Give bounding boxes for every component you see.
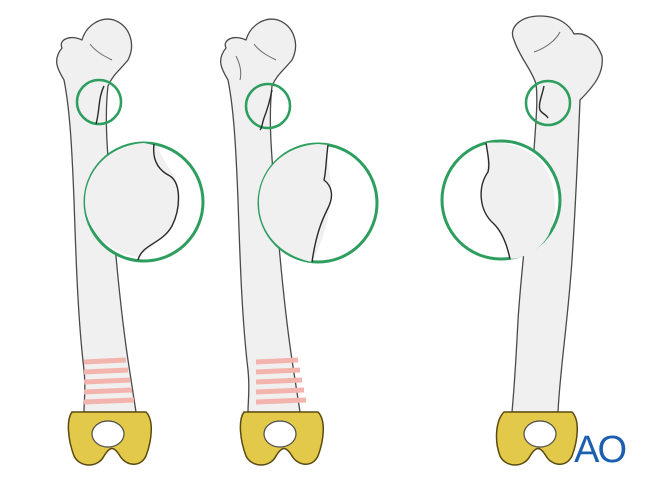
small-detail-middle [259,89,273,131]
femur-left-neck-line [89,43,113,61]
femur-middle-neck-line [253,43,277,61]
fracture-stripes-middle [255,357,307,405]
femur-middle [220,18,379,466]
zoom-contour-middle [311,144,333,263]
zoom-contour-left [137,143,180,261]
zoom-contour-right [480,142,511,260]
femur-right [440,15,603,466]
highlight-circle-right [524,79,572,127]
ao-logo: AO [574,429,627,471]
condyle-right-notch [523,420,557,448]
fracture-stripes-left [83,357,135,405]
small-detail-right [538,85,549,119]
highlight-circle-middle [244,82,292,130]
condyle-left-notch [91,420,125,448]
highlight-circle-left [75,78,123,126]
small-detail-left [95,85,105,125]
condyle-middle-notch [263,420,297,448]
femur-right-neck-line [533,31,561,53]
femur-left [56,18,205,466]
femur-middle-trochanter-line [235,55,242,81]
